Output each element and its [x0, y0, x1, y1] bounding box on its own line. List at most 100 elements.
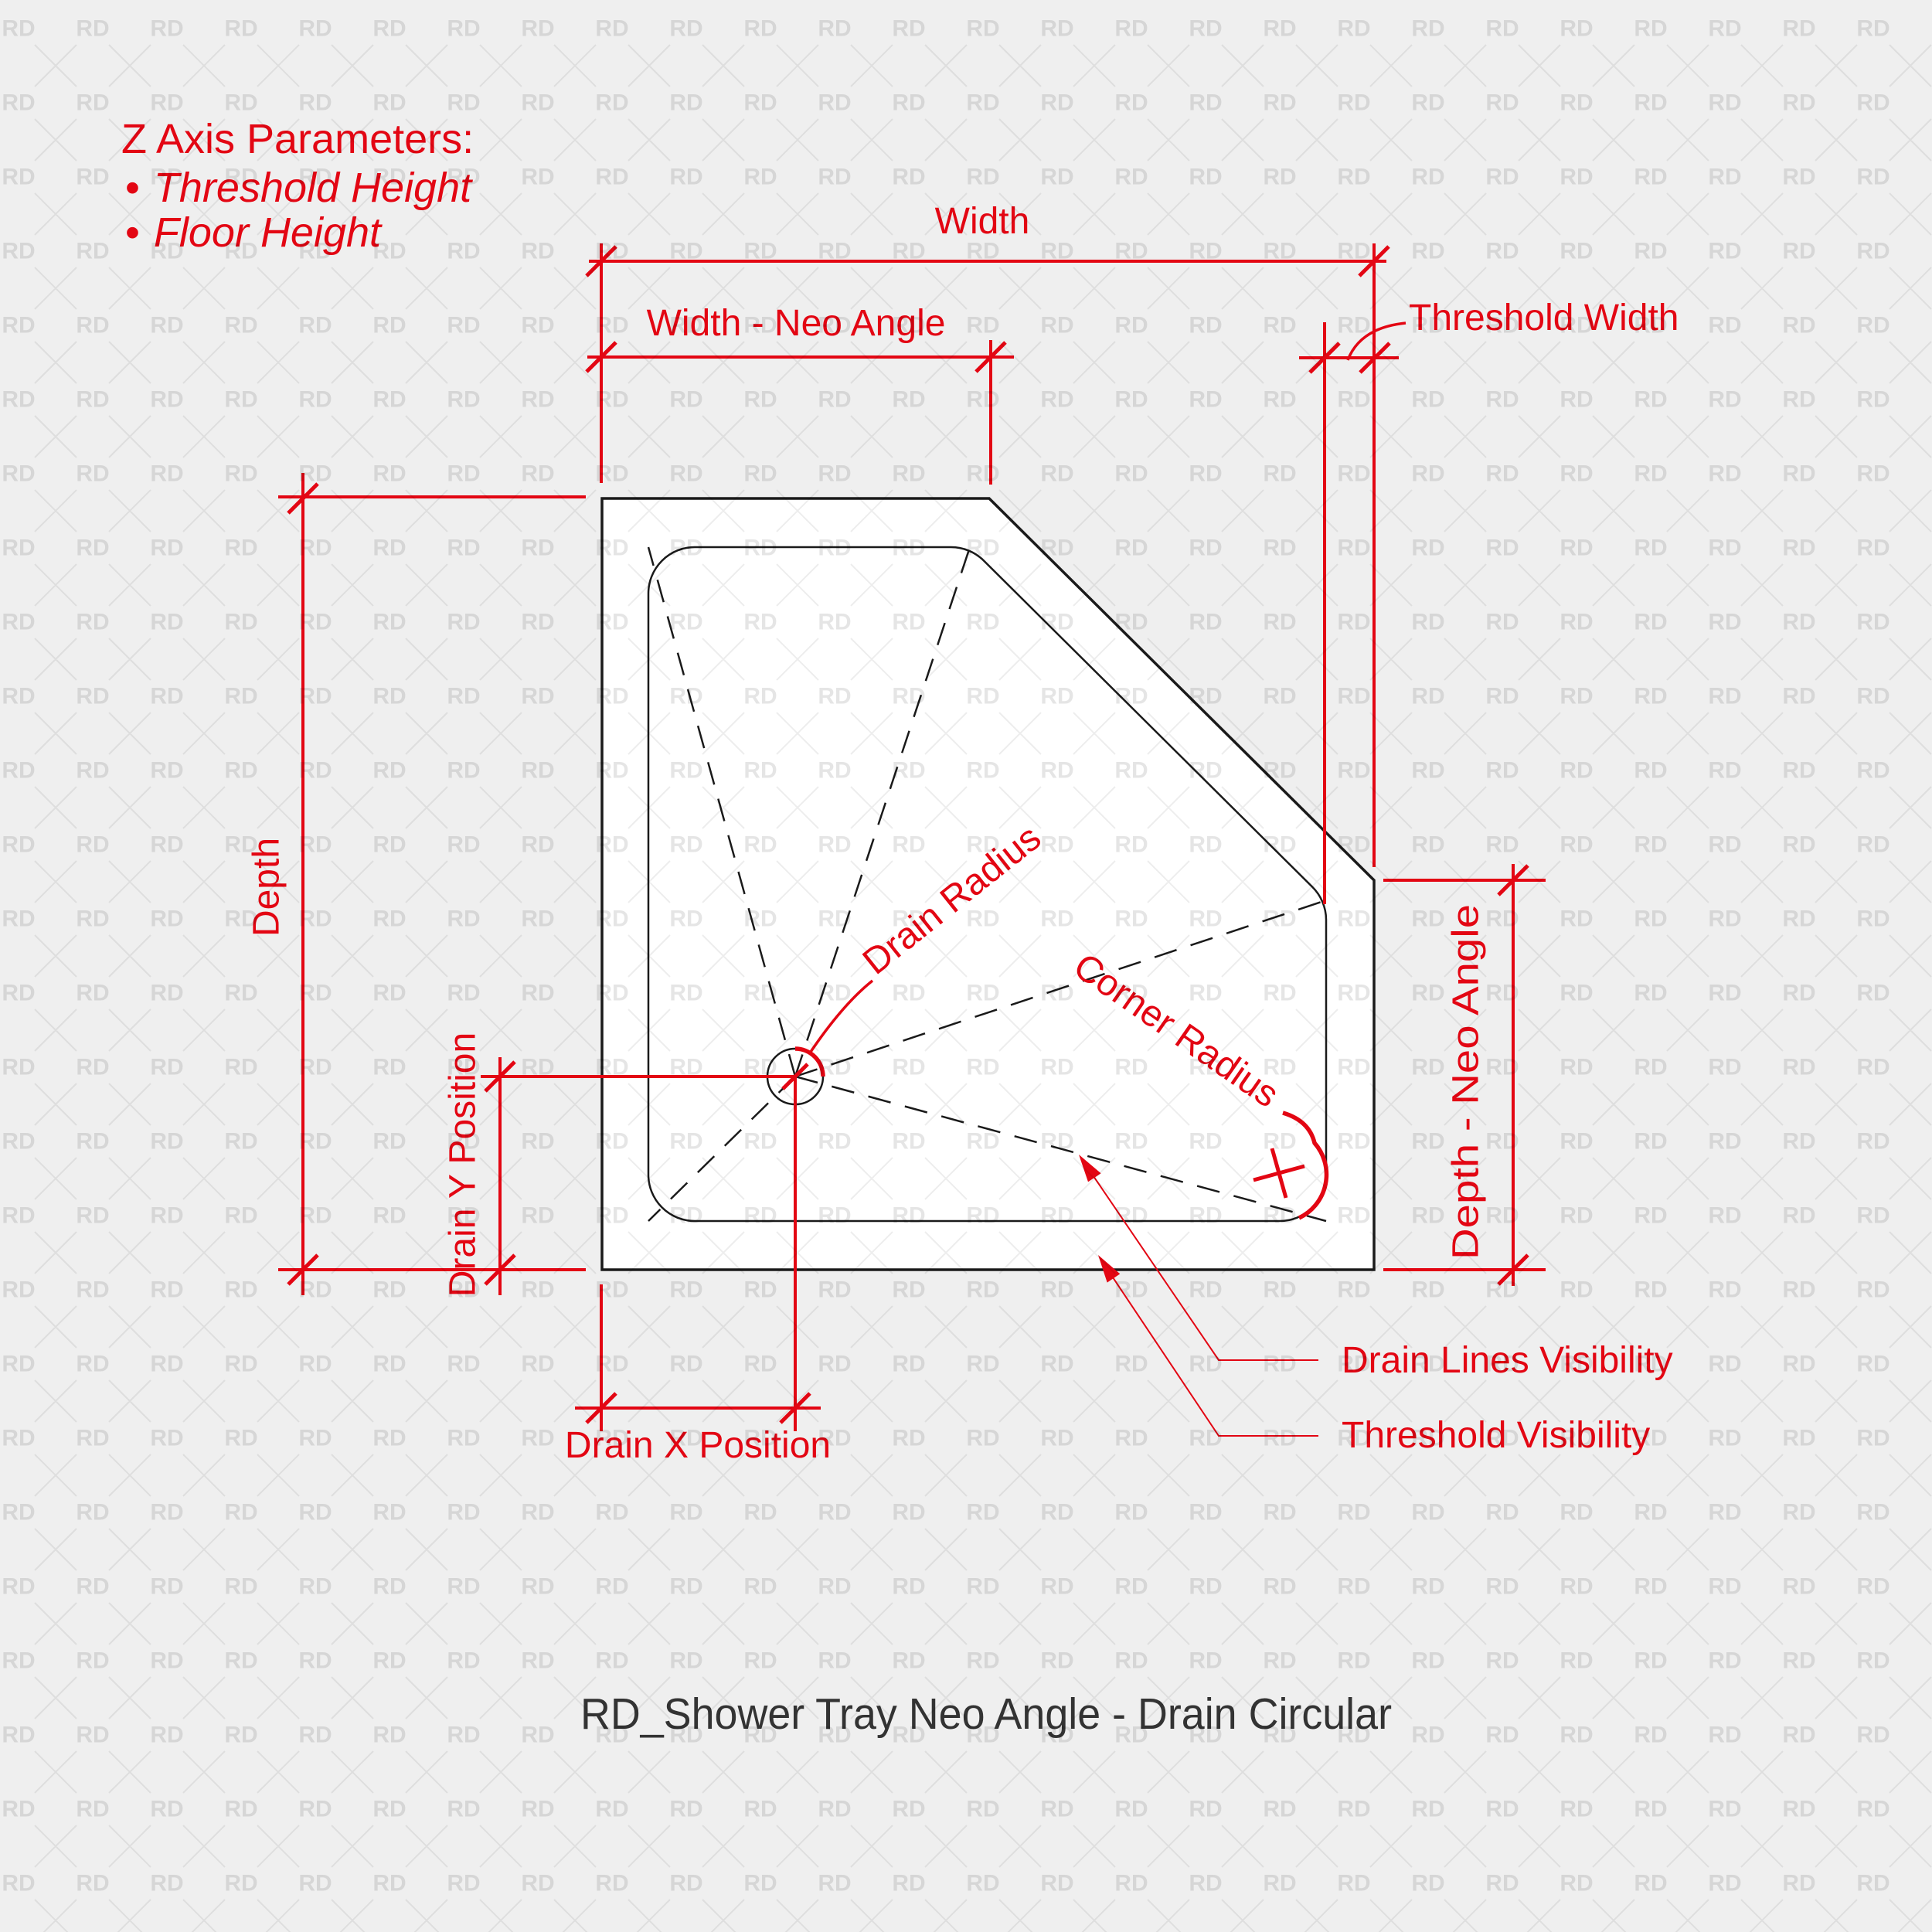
- watermark-text: RD: [818, 313, 851, 338]
- watermark-text: RD: [2, 832, 35, 858]
- watermark-text: RD: [76, 1648, 109, 1674]
- watermark-text: RD: [1485, 1648, 1519, 1674]
- watermark-text: RD: [743, 1574, 777, 1600]
- watermark-text: RD: [224, 90, 257, 116]
- watermark-text: RD: [669, 906, 702, 932]
- watermark-text: RD: [76, 758, 109, 784]
- watermark-text: RD: [892, 610, 925, 635]
- watermark-text: RD: [298, 1129, 332, 1155]
- watermark-text: RD: [447, 758, 480, 784]
- watermark-text: RD: [76, 1723, 109, 1748]
- watermark-text: RD: [966, 313, 999, 338]
- watermark-text: RD: [1040, 1871, 1073, 1896]
- annotation-drain-lines-visibility: Drain Lines Visibility: [1079, 1155, 1673, 1381]
- watermark-text: RD: [743, 758, 777, 784]
- notes-item-label: Floor Height: [154, 209, 383, 256]
- watermark-text: RD: [1411, 461, 1444, 487]
- watermark-text: RD: [298, 906, 332, 932]
- dim-tick: [484, 1253, 516, 1286]
- watermark-text: RD: [1189, 906, 1222, 932]
- watermark-text: RD: [1782, 758, 1815, 784]
- watermark-text: RD: [447, 1648, 480, 1674]
- watermark-text: RD: [224, 1648, 257, 1674]
- watermark-text: RD: [298, 1871, 332, 1896]
- watermark-text: RD: [1040, 832, 1073, 858]
- watermark-text: RD: [743, 90, 777, 116]
- watermark-text: RD: [447, 536, 480, 561]
- watermark-text: RD: [966, 1500, 999, 1526]
- watermark-text: RD: [1634, 239, 1667, 264]
- watermark-text: RD: [1189, 1648, 1222, 1674]
- watermark-text: RD: [743, 1500, 777, 1526]
- dim-depth-neo-angle: Depth - Neo Angle: [1383, 864, 1546, 1286]
- watermark-text: RD: [1782, 90, 1815, 116]
- watermark-text: RD: [1411, 1203, 1444, 1229]
- watermark-text: RD: [966, 1277, 999, 1303]
- watermark-text: RD: [1856, 1129, 1889, 1155]
- watermark-text: RD: [1485, 16, 1519, 42]
- arrowhead-icon: [1079, 1155, 1101, 1182]
- watermark-text: RD: [150, 1723, 183, 1748]
- watermark-text: RD: [447, 313, 480, 338]
- watermark-text: RD: [1634, 1129, 1667, 1155]
- watermark-text: RD: [447, 1574, 480, 1600]
- bullet-icon: •: [125, 165, 140, 211]
- watermark-text: RD: [1560, 758, 1593, 784]
- watermark-text: RD: [76, 239, 109, 264]
- watermark-text: RD: [1634, 16, 1667, 42]
- watermark-text: RD: [743, 1352, 777, 1377]
- watermark-text: RD: [1189, 1797, 1222, 1822]
- watermark-text: RD: [1189, 1574, 1222, 1600]
- watermark-text: RD: [224, 1871, 257, 1896]
- watermark-text: RD: [76, 1500, 109, 1526]
- watermark-text: RD: [1856, 1352, 1889, 1377]
- watermark-text: RD: [1411, 1277, 1444, 1303]
- watermark-text: RD: [521, 906, 554, 932]
- watermark-text: RD: [521, 684, 554, 709]
- watermark-text: RD: [447, 906, 480, 932]
- watermark-text: RD: [224, 1723, 257, 1748]
- watermark-text: RD: [1337, 1797, 1370, 1822]
- watermark-text: RD: [447, 239, 480, 264]
- watermark-text: RD: [892, 1129, 925, 1155]
- watermark-text: RD: [224, 1352, 257, 1377]
- watermark-text: RD: [1040, 239, 1073, 264]
- watermark-text: RD: [1040, 981, 1073, 1006]
- watermark-text: RD: [892, 1723, 925, 1748]
- watermark-text: RD: [1189, 610, 1222, 635]
- watermark-text: RD: [521, 90, 554, 116]
- watermark-text: RD: [1040, 90, 1073, 116]
- watermark-text: RD: [1485, 239, 1519, 264]
- watermark-text: RD: [1930, 1352, 1932, 1377]
- watermark-text: RD: [743, 16, 777, 42]
- watermark-text: RD: [2, 1277, 35, 1303]
- watermark-text: RD: [1114, 90, 1148, 116]
- watermark-text: RD: [1263, 461, 1296, 487]
- watermark-text: RD: [298, 1574, 332, 1600]
- watermark-text: RD: [298, 1648, 332, 1674]
- watermark-text: RD: [966, 165, 999, 190]
- watermark-text: RD: [1411, 536, 1444, 561]
- watermark-text: RD: [372, 1723, 406, 1748]
- watermark-text: RD: [1189, 387, 1222, 413]
- watermark-text: RD: [521, 1129, 554, 1155]
- watermark-text: RD: [2, 906, 35, 932]
- watermark-text: RD: [1040, 684, 1073, 709]
- watermark-text: RD: [1040, 1277, 1073, 1303]
- watermark-text: RD: [1634, 536, 1667, 561]
- watermark-text: RD: [818, 1500, 851, 1526]
- watermark-text: RD: [76, 165, 109, 190]
- watermark-text: RD: [966, 1203, 999, 1229]
- watermark-text: RD: [298, 387, 332, 413]
- watermark-text: RD: [1856, 1203, 1889, 1229]
- watermark-text: RD: [743, 1648, 777, 1674]
- watermark-text: RD: [892, 981, 925, 1006]
- watermark-text: RD: [1114, 906, 1148, 932]
- watermark-text: RD: [595, 90, 628, 116]
- watermark-text: RD: [1485, 165, 1519, 190]
- watermark-text: RD: [1930, 1648, 1932, 1674]
- watermark-text: RD: [595, 1723, 628, 1748]
- watermark-text: RD: [1337, 758, 1370, 784]
- watermark-text: RD: [669, 1277, 702, 1303]
- dim-drain-x-position: Drain X Position: [565, 1077, 831, 1466]
